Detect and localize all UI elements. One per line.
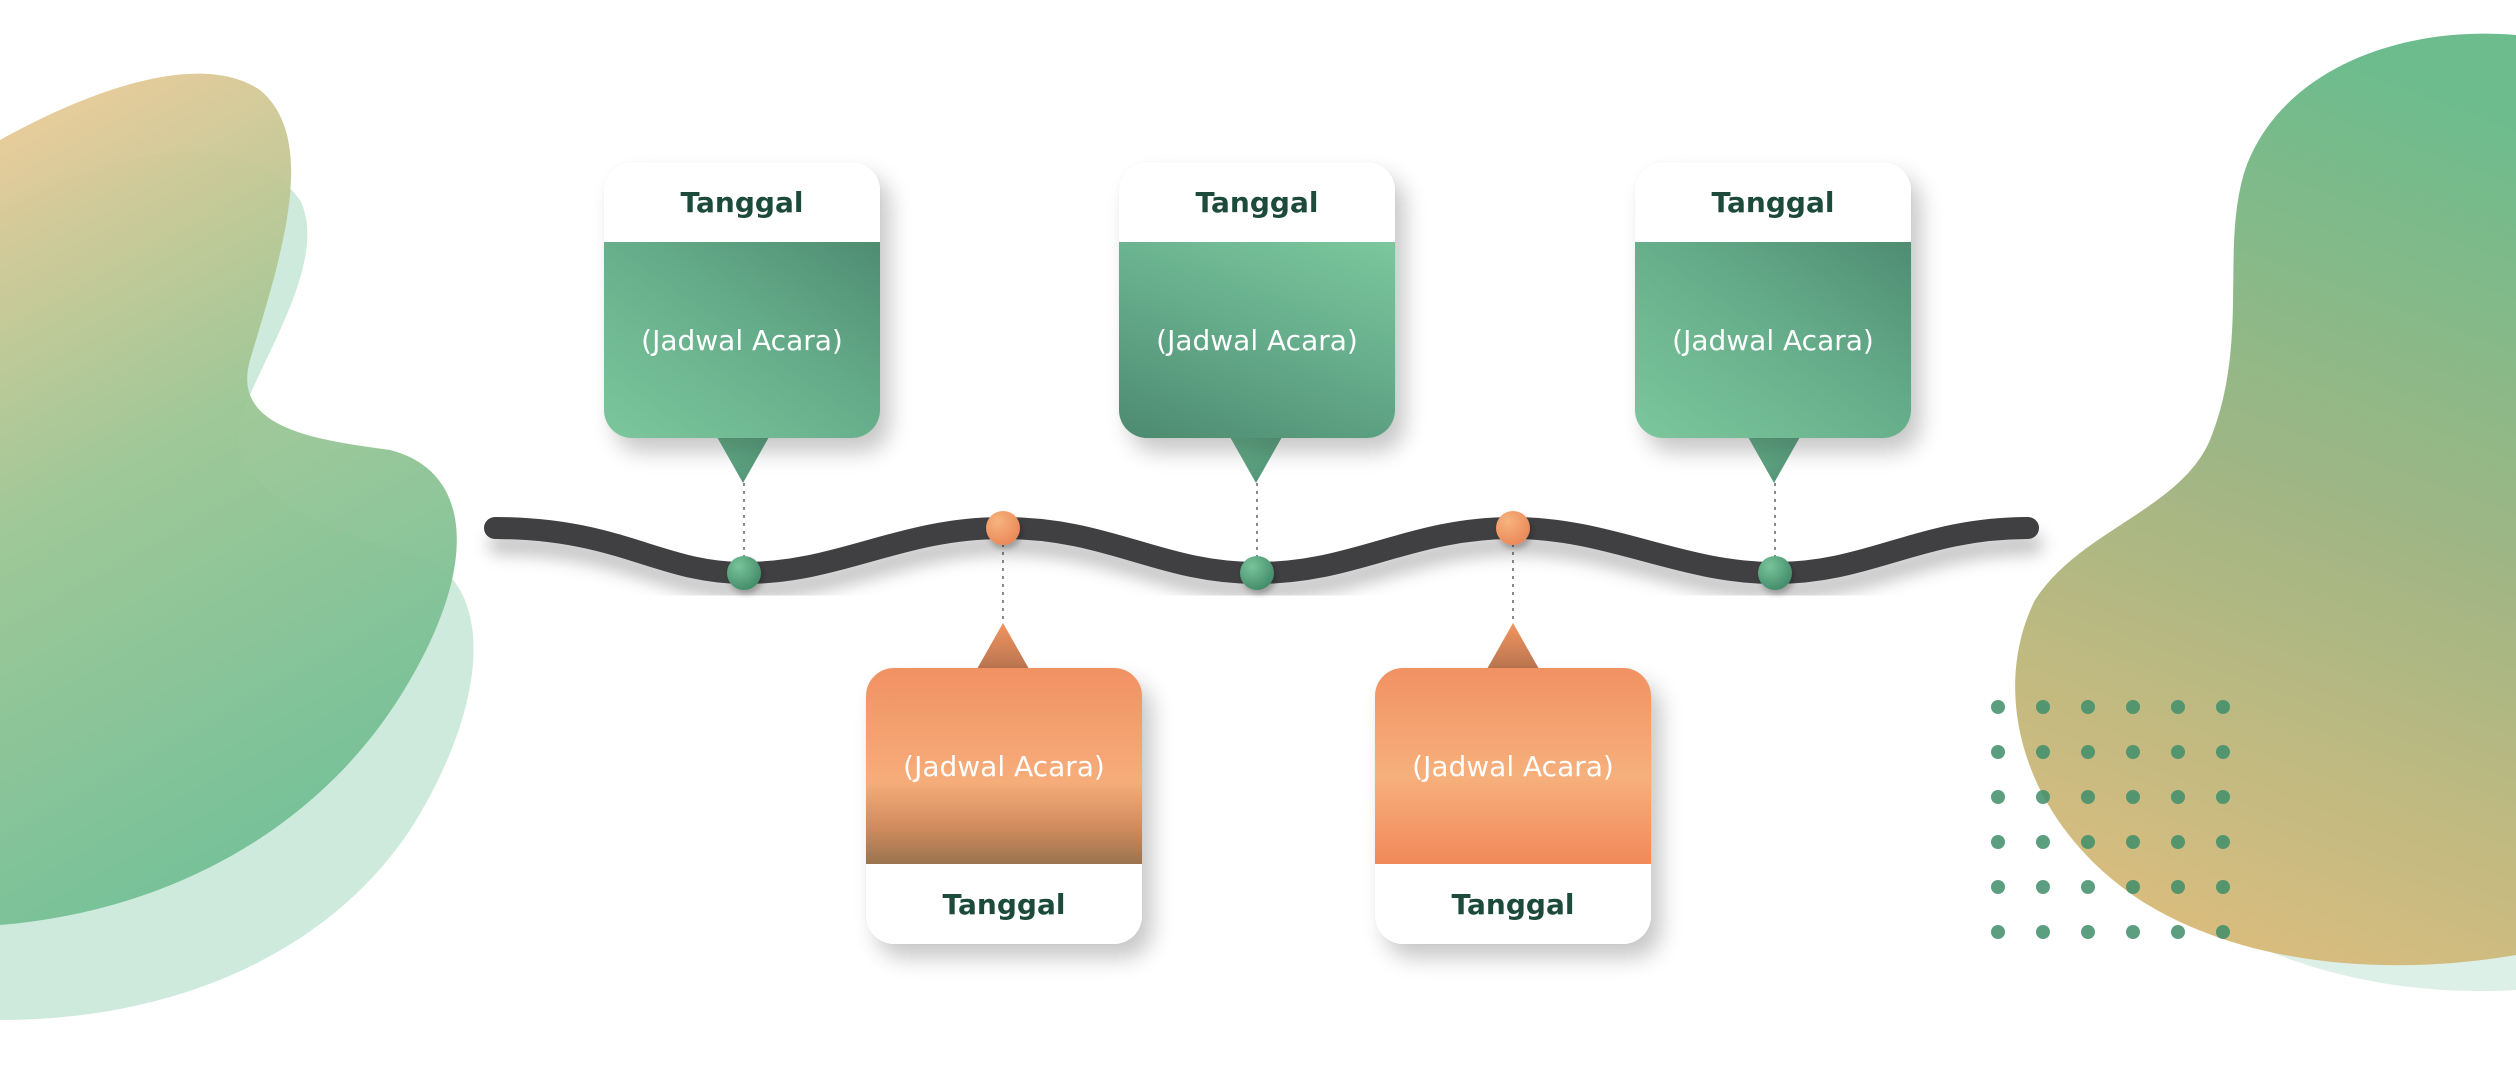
event-description: (Jadwal Acara) — [604, 242, 880, 438]
event-card-1: Tanggal (Jadwal Acara) — [604, 162, 880, 438]
dot-grid — [1991, 700, 2230, 939]
event-card-2: (Jadwal Acara) Tanggal — [866, 668, 1142, 944]
right-blob-main — [2015, 33, 2516, 966]
marker-dot-1 — [727, 556, 761, 590]
event-date: Tanggal — [866, 864, 1142, 944]
left-blob-main — [0, 73, 457, 926]
event-date: Tanggal — [1375, 864, 1651, 944]
event-card-5: Tanggal (Jadwal Acara) — [1635, 162, 1911, 438]
marker-dot-3 — [1240, 556, 1274, 590]
event-date: Tanggal — [1119, 162, 1395, 242]
marker-dot-4 — [1496, 511, 1530, 545]
event-description: (Jadwal Acara) — [1375, 668, 1651, 864]
marker-dot-5 — [1758, 556, 1792, 590]
event-date: Tanggal — [1635, 162, 1911, 242]
event-description: (Jadwal Acara) — [1635, 242, 1911, 438]
marker-dot-2 — [986, 511, 1020, 545]
event-card-3: Tanggal (Jadwal Acara) — [1119, 162, 1395, 438]
event-description: (Jadwal Acara) — [1119, 242, 1395, 438]
event-date: Tanggal — [604, 162, 880, 242]
event-description: (Jadwal Acara) — [866, 668, 1142, 864]
event-card-4: (Jadwal Acara) Tanggal — [1375, 668, 1651, 944]
